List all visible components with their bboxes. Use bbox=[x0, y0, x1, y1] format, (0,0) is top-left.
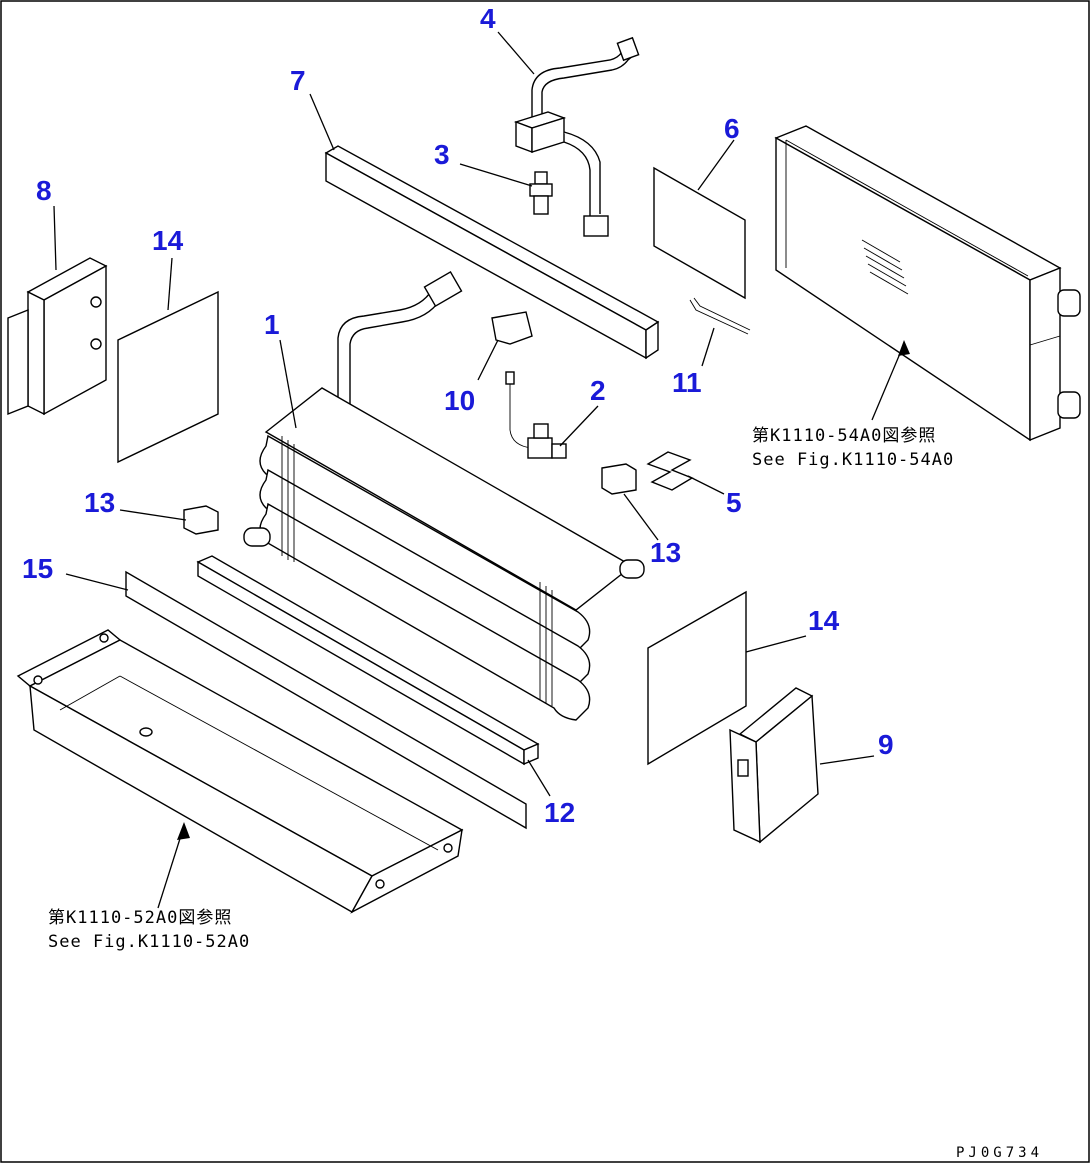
part-9-bracket bbox=[729, 687, 819, 844]
label-part-4: 4 bbox=[480, 3, 496, 34]
label-part-13-right: 13 bbox=[650, 537, 681, 568]
part-15-seal bbox=[125, 570, 527, 830]
part-14-sheet-left bbox=[117, 290, 219, 464]
drawing-code: PJ0G734 bbox=[956, 1145, 1043, 1161]
label-part-9: 9 bbox=[878, 729, 894, 760]
part-14-sheet-right bbox=[647, 590, 747, 766]
referenced-drain-pan bbox=[16, 629, 464, 914]
arrowhead-upper bbox=[898, 340, 910, 356]
part-12-bar bbox=[196, 555, 540, 766]
part-labels: 4 7 3 6 8 14 1 10 2 11 5 13 13 15 14 9 1… bbox=[22, 3, 894, 828]
label-part-5: 5 bbox=[726, 487, 742, 518]
label-part-14-right: 14 bbox=[808, 605, 840, 636]
part-1-condenser bbox=[243, 271, 645, 721]
reference-upper-jp: 第K1110-54A0図参照 bbox=[752, 426, 936, 446]
part-3-fitting bbox=[529, 171, 553, 215]
part-6-sheet bbox=[653, 166, 746, 300]
part-8-bracket bbox=[7, 257, 108, 416]
part-4-pipe bbox=[513, 36, 640, 237]
label-part-3: 3 bbox=[434, 139, 450, 170]
reference-upper-en: See Fig.K1110-54A0 bbox=[752, 450, 954, 470]
part-11-wire bbox=[689, 299, 749, 335]
label-part-13-left: 13 bbox=[84, 487, 115, 518]
part-7-bar bbox=[324, 145, 660, 360]
referenced-heater-unit bbox=[774, 125, 1081, 442]
part-13-pad-right bbox=[601, 463, 637, 495]
label-part-14-left: 14 bbox=[152, 225, 184, 256]
label-part-2: 2 bbox=[590, 375, 606, 406]
label-part-7: 7 bbox=[290, 65, 306, 96]
part-10-cap bbox=[491, 311, 533, 345]
reference-lower-jp: 第K1110-52A0図参照 bbox=[48, 908, 232, 928]
label-part-15: 15 bbox=[22, 553, 53, 584]
label-part-11: 11 bbox=[672, 367, 702, 398]
reference-lower-en: See Fig.K1110-52A0 bbox=[48, 932, 250, 952]
label-part-8: 8 bbox=[36, 175, 52, 206]
label-part-10: 10 bbox=[444, 385, 475, 416]
label-part-1: 1 bbox=[264, 309, 280, 340]
part-13-pad-left bbox=[183, 505, 219, 535]
part-2-valve bbox=[527, 423, 567, 459]
label-part-6: 6 bbox=[724, 113, 740, 144]
arrowhead-lower bbox=[177, 822, 190, 840]
leader-lines bbox=[53, 31, 875, 797]
label-part-12: 12 bbox=[544, 797, 575, 828]
